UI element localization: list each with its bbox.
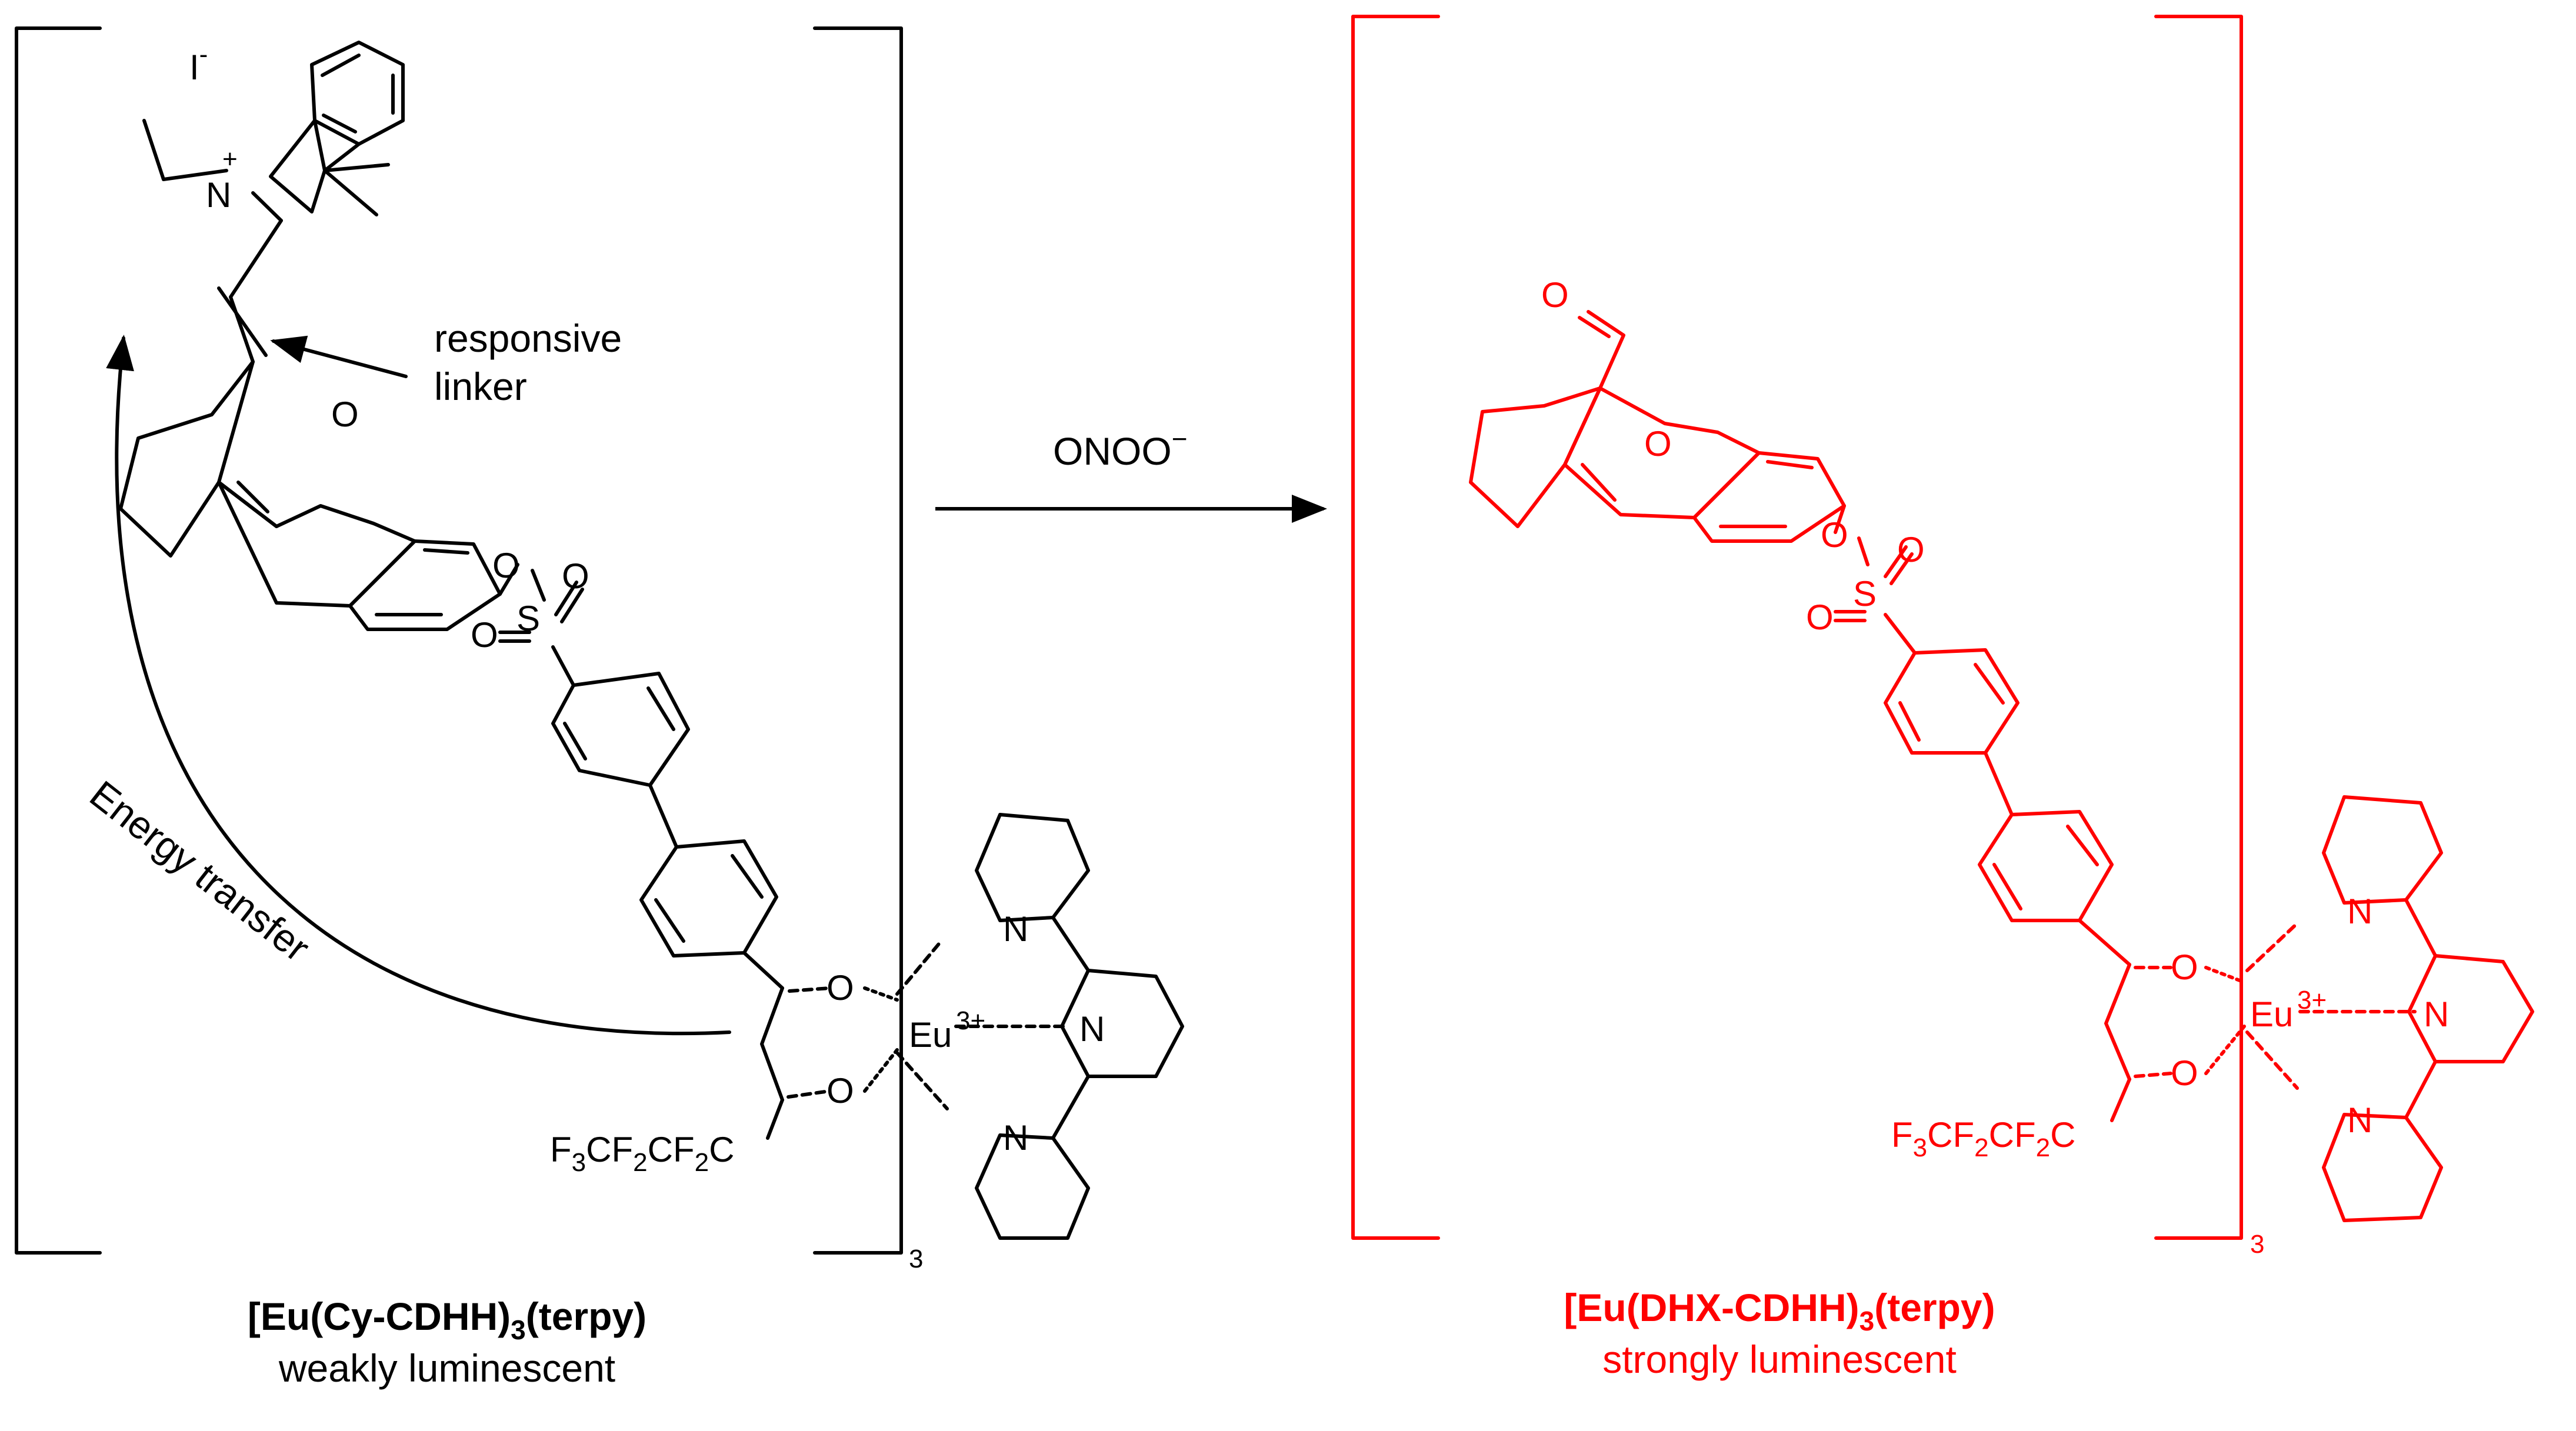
reactant-pyridine-top <box>975 813 1090 922</box>
product-keto-oxygen-1: O <box>2171 948 2198 987</box>
n-ethyl-group <box>142 119 228 181</box>
reactant-pyridine-middle <box>1060 969 1184 1078</box>
reactant-pyridine-bottom <box>975 1133 1090 1240</box>
reactant-caption: [Eu(Cy-CDHH)3(terpy) weakly luminescent <box>224 1294 671 1390</box>
product-terpy-nitrogen-3: N <box>2347 1100 2372 1140</box>
indole-five-ring <box>269 119 326 214</box>
product-phenyl-ring-1 <box>1884 648 2020 755</box>
europium-label: Eu <box>909 1015 952 1055</box>
aldehyde-oxygen: O <box>1541 275 1569 315</box>
product-sulfonyl-oxygen-1: O <box>1897 530 1925 569</box>
product-terpy-nitrogen-1: N <box>2347 892 2372 931</box>
product-pyridine-top <box>2322 795 2443 905</box>
reactant-property: weakly luminescent <box>278 1346 616 1390</box>
responsive-label: responsive <box>434 316 622 360</box>
product-left-bracket <box>1351 15 1440 1240</box>
reactant-right-bracket <box>813 26 903 1255</box>
vinyl-linker <box>229 219 283 363</box>
reactant-bracket-subscript: 3 <box>909 1245 923 1273</box>
product-heptafluoropropyl-group: F3CF2CF2C <box>1891 1115 2075 1162</box>
product-caption: [Eu(DHX-CDHH)3(terpy) strongly luminesce… <box>1529 1285 2030 1382</box>
product-sulfonyl-oxygen-2: O <box>1806 598 1834 637</box>
product-sulfonyl-sulfur: S <box>1853 574 1877 613</box>
product-structure <box>1351 15 2534 1240</box>
sulfonyl-sulfur: S <box>516 599 540 638</box>
energy-transfer-label: Energy transfer <box>82 772 318 970</box>
sulfonyl-oxygen-1: O <box>562 556 589 596</box>
europium-charge: 3+ <box>956 1006 985 1035</box>
iodide-label: I- <box>189 40 208 87</box>
product-pyridine-bottom <box>2322 1113 2443 1222</box>
product-atom-labels: O O O S O O O O Eu 3+ N N N F3CF2CF2C 3 <box>1541 275 2449 1259</box>
product-ester-oxygen: O <box>1821 515 1848 555</box>
reaction-arrow-group: ONOO− <box>935 423 1327 523</box>
product-right-bracket <box>2154 15 2243 1240</box>
reactant-phenyl-ring-1 <box>551 672 690 787</box>
product-property: strongly luminescent <box>1602 1337 1957 1381</box>
responsive-linker-arrow <box>270 335 408 378</box>
sulfonyl-oxygen-2: O <box>471 615 498 655</box>
ester-oxygen: O <box>492 546 520 585</box>
product-cyclohexene-ring <box>1469 386 1602 528</box>
reactant-cyclohexene-ring <box>119 360 255 558</box>
product-keto-oxygen-2: O <box>2171 1053 2198 1093</box>
reactant-xanthene-ring <box>217 481 416 608</box>
reactant-name: [Eu(Cy-CDHH)3(terpy) <box>247 1295 647 1345</box>
reactant-left-bracket <box>15 26 102 1255</box>
product-diketonate <box>2104 963 2131 1081</box>
terpy-nitrogen-2: N <box>1079 1009 1105 1049</box>
reagent-label: ONOO− <box>1053 423 1188 473</box>
terpy-nitrogen-3: N <box>1003 1118 1028 1158</box>
indolium-nitrogen: N <box>206 175 231 215</box>
product-europium-charge: 3+ <box>2297 986 2327 1015</box>
product-terpy-nitrogen-2: N <box>2424 995 2449 1034</box>
reactant-diketonate <box>760 986 784 1102</box>
product-europium-label: Eu <box>2250 995 2293 1034</box>
product-xanthene-oxygen: O <box>1644 424 1672 463</box>
product-phenyl-ring-2 <box>1978 810 2114 922</box>
product-bracket-subscript: 3 <box>2250 1230 2264 1259</box>
energy-transfer-arrow <box>106 335 731 1036</box>
terpy-nitrogen-1: N <box>1003 909 1028 949</box>
keto-oxygen-1: O <box>827 968 854 1008</box>
xanthene-oxygen: O <box>331 395 359 434</box>
reactant-atom-labels: I- N + O O S O O O O Eu 3+ N N N F3CF2CF… <box>82 40 1105 1273</box>
aldehyde-group <box>1587 310 1625 390</box>
heptafluoropropyl-group: F3CF2CF2C <box>550 1130 734 1177</box>
nitrogen-charge: + <box>222 145 238 174</box>
reactant-structure <box>15 26 1184 1255</box>
product-pyridine-middle <box>2407 954 2534 1063</box>
reactant-phenyl-ring-2 <box>639 839 778 958</box>
linker-label: linker <box>434 365 527 408</box>
product-xanthene-ring <box>1563 386 1761 519</box>
keto-oxygen-2: O <box>827 1071 854 1110</box>
product-name: [Eu(DHX-CDHH)3(terpy) <box>1564 1286 1995 1336</box>
